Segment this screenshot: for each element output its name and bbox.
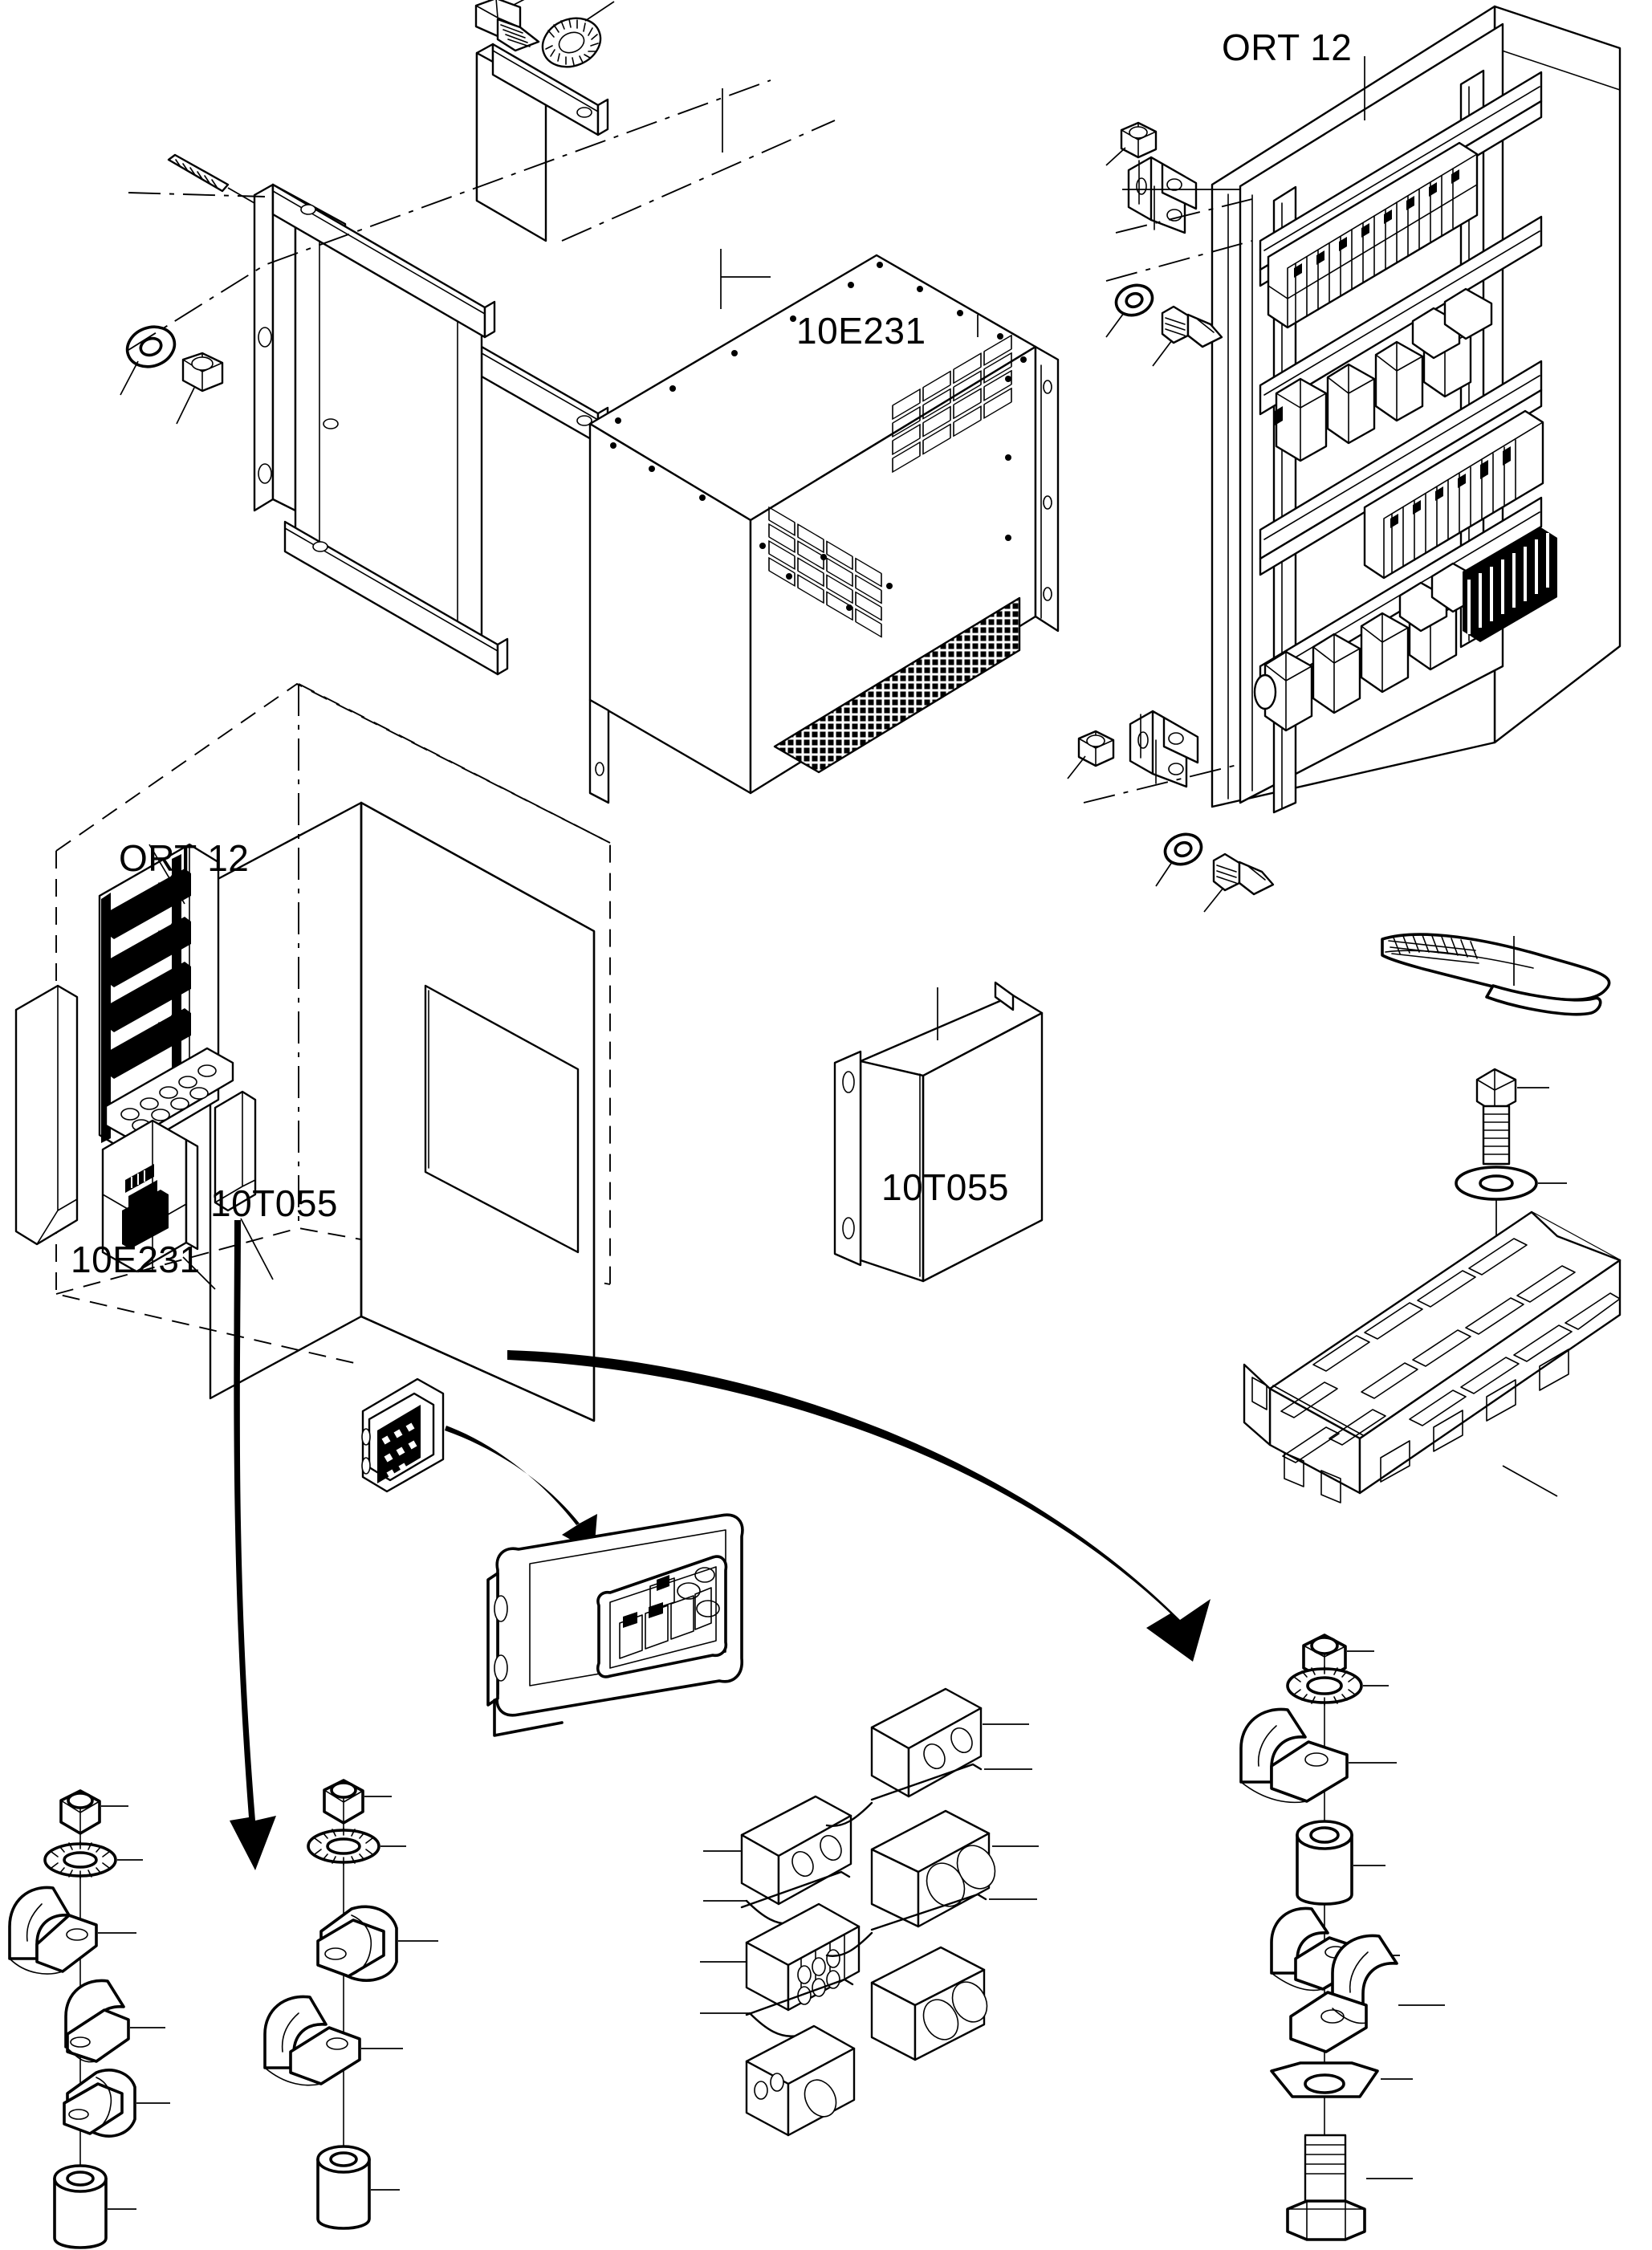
hex-nut-icon [59, 1789, 128, 1835]
serrated-lock-washer-icon [1286, 1666, 1389, 1706]
mounting-bracket-assembly [120, 0, 836, 676]
cable-clamp-stack-center-left [263, 1779, 438, 2230]
flat-washer-lower-icon [1155, 832, 1203, 887]
hex-nut-lower-icon [1067, 730, 1115, 779]
spacer-sleeve-icon [53, 2164, 136, 2249]
side-panel [14, 984, 79, 1246]
10E231-module [101, 1119, 216, 1290]
louvered-vent-panel [892, 334, 1012, 473]
contactor-block [1253, 527, 1557, 732]
spacer-sleeve-icon [316, 2145, 400, 2230]
hex-bolt-lower-icon [1203, 852, 1275, 913]
label-10t055-small: 10T055 [210, 1182, 339, 1224]
connector-housing-a [825, 1687, 1032, 1827]
p-clamp-icon [1239, 1707, 1397, 1804]
label-ort12-left: ORT 12 [119, 837, 250, 879]
connector-housing-c [703, 1795, 852, 1925]
10T055-module [214, 1090, 274, 1280]
operator-cabinet-ort12 [14, 682, 1211, 1662]
din-rail-3 [1259, 360, 1543, 576]
junction-box [486, 1513, 744, 1737]
ort12-backplane-rack [1067, 5, 1621, 913]
label-10e231-small: 10E231 [71, 1239, 201, 1280]
hex-bolt-upper-icon [1152, 305, 1223, 367]
terminal-block-strip-1 [1267, 141, 1479, 329]
label-ort12-right: ORT 12 [1222, 26, 1353, 68]
hex-bolt-icon [474, 0, 540, 52]
cable-clamp-stack-right [1239, 1634, 1445, 2241]
p-clamp-icon [8, 1886, 136, 1975]
terminal-block-strip-2 [1363, 409, 1544, 580]
louvered-vent-panel-front [768, 507, 882, 638]
electronics-enclosure-10E231 [588, 254, 1060, 804]
p-clamp-icon-2 [263, 1995, 403, 2086]
relay-module-row [1275, 287, 1493, 462]
u-shaped-mounting-bracket [253, 43, 609, 676]
connector-housing-e [745, 2024, 856, 2137]
flat-washer-upper-icon [1105, 283, 1154, 338]
connector-housing-b [825, 1809, 1039, 1957]
hex-nut-icon [176, 352, 224, 425]
serrated-lock-washer-icon [307, 1827, 406, 1866]
tray-flat-washer-icon [1455, 1166, 1567, 1201]
hex-nut-upper-icon [1105, 121, 1158, 166]
hex-bolt-icon [1286, 2134, 1413, 2241]
tray-hex-bolt-icon [1475, 1068, 1549, 1166]
hex-nut-icon [323, 1779, 392, 1825]
spacer-sleeve-icon [1296, 1820, 1385, 1906]
hinge-bracket-upper [1127, 156, 1198, 234]
perforated-cable-tray [1243, 1068, 1621, 1503]
p-clamp-icon-3 [63, 2069, 170, 2138]
label-10e231-upper: 10E231 [796, 310, 926, 352]
junction-box-connectors [486, 1513, 1039, 2137]
saddle-washer-icon [1270, 2061, 1413, 2098]
mini-rack-assembly [98, 843, 234, 1154]
connector-receptacle [361, 1377, 445, 1493]
p-clamp-icon [316, 1905, 438, 1982]
din-rail-2 [1259, 215, 1543, 416]
hinge-bracket-lower [1129, 710, 1199, 788]
label-10t055-box: 10T055 [881, 1166, 1010, 1208]
connector-housing-d [870, 1946, 988, 2061]
enclosure-10T055 [833, 981, 1044, 1283]
terminal-block [700, 1902, 861, 2037]
cable-clamp-stack-left [8, 1789, 170, 2249]
serrated-lock-washer-icon [43, 1841, 143, 1879]
flat-washer-icon [120, 325, 177, 396]
p-clamp-icon-3 [1289, 1934, 1445, 2053]
serrated-lock-washer-icon [541, 1, 615, 68]
p-clamp-icon-2 [64, 1979, 165, 2063]
cable-tie-strap [1381, 933, 1611, 1016]
